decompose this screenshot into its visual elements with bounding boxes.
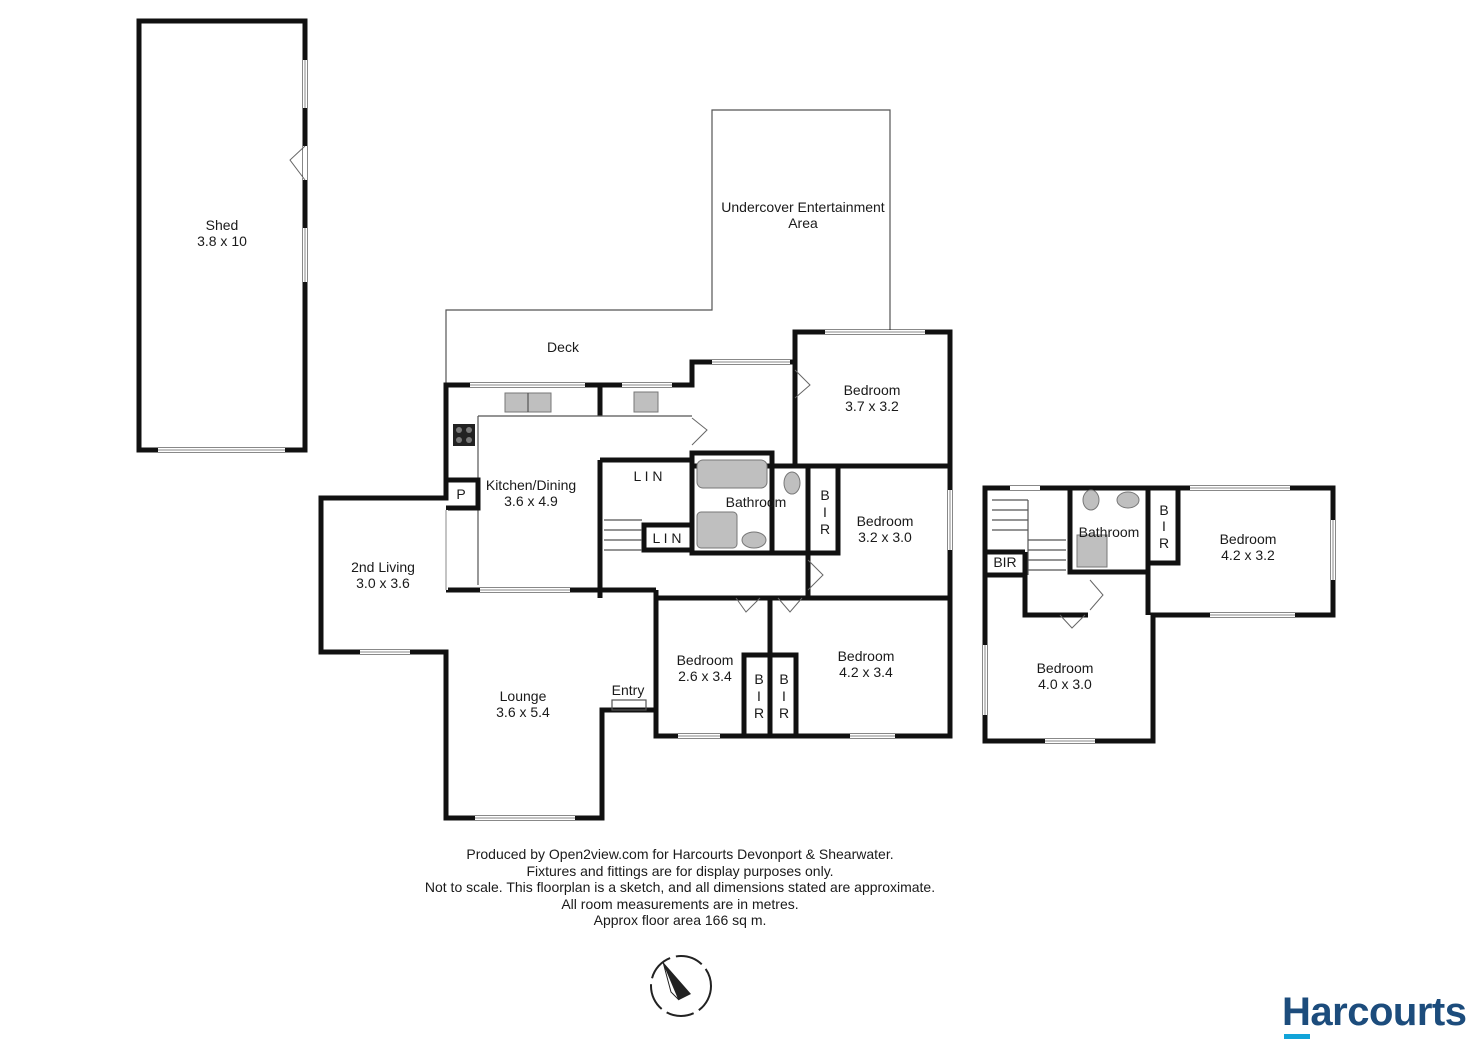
compass-letter: N bbox=[677, 985, 685, 997]
disclaimer-line-3: Not to scale. This floorplan is a sketch… bbox=[424, 879, 936, 895]
bedroom-e-label: Bedroom bbox=[1220, 531, 1277, 547]
disclaimer-line-5: Approx floor area 166 sq m. bbox=[593, 912, 767, 928]
undercover-label-1: Undercover Entertainment bbox=[721, 199, 885, 215]
disclaimer-line-4: All room measurements are in metres. bbox=[561, 895, 799, 912]
bir-d-r: R bbox=[1159, 535, 1169, 551]
bedroom-c-size: 2.6 x 3.4 bbox=[678, 668, 732, 684]
upper-floor: Bathroom B I R BIR Bedroom 4.2 x 3.2 Bed… bbox=[982, 485, 1336, 744]
lounge-size: 3.6 x 5.4 bbox=[496, 704, 550, 720]
bir-b-i: I bbox=[757, 688, 761, 704]
bedroom-b-size: 3.2 x 3.0 bbox=[858, 529, 912, 545]
kitchen-label: Kitchen/Dining bbox=[486, 477, 576, 493]
bir-b-b: B bbox=[754, 671, 763, 687]
bedroom-a-size: 3.7 x 3.2 bbox=[845, 398, 899, 414]
main-house: P L I N L I N Bathroom bbox=[318, 329, 953, 821]
bir-upper-label: BIR bbox=[993, 554, 1016, 570]
bir-d-i: I bbox=[1162, 518, 1166, 534]
compass-icon: N bbox=[650, 955, 712, 1017]
shed-label: Shed bbox=[206, 217, 239, 233]
outdoor-area: Undercover Entertainment Area Deck bbox=[445, 109, 891, 385]
deck-label: Deck bbox=[547, 339, 580, 355]
bedroom-e-size: 4.2 x 3.2 bbox=[1221, 547, 1275, 563]
bedroom-d-size: 4.2 x 3.4 bbox=[839, 664, 893, 680]
logo-accent-bar bbox=[1284, 1034, 1310, 1039]
bir-c-b: B bbox=[779, 671, 788, 687]
second-living-size: 3.0 x 3.6 bbox=[356, 575, 410, 591]
bir-c-r: R bbox=[779, 705, 789, 721]
bir-c-i: I bbox=[782, 688, 786, 704]
entry-label: Entry bbox=[612, 682, 645, 698]
second-living-label: 2nd Living bbox=[351, 559, 415, 575]
bir-d-b: B bbox=[1159, 502, 1168, 518]
kitchen-size: 3.6 x 4.9 bbox=[504, 493, 558, 509]
bathroom-main-label: Bathroom bbox=[726, 494, 787, 510]
bir-a-b: B bbox=[820, 487, 829, 503]
disclaimer: Produced by Open2view.com for Harcourts … bbox=[380, 846, 980, 929]
bir-a-i: I bbox=[823, 504, 827, 520]
lin-label-2: L I N bbox=[652, 530, 681, 546]
bedroom-c-label: Bedroom bbox=[677, 652, 734, 668]
undercover-label-2: Area bbox=[788, 215, 818, 231]
lin-label-1: L I N bbox=[633, 468, 662, 484]
bedroom-f-label: Bedroom bbox=[1037, 660, 1094, 676]
bedroom-f-size: 4.0 x 3.0 bbox=[1038, 676, 1092, 692]
bedroom-d-label: Bedroom bbox=[838, 648, 895, 664]
disclaimer-line-2: Fixtures and fittings are for display pu… bbox=[526, 862, 834, 879]
pantry-label: P bbox=[456, 486, 465, 502]
bathroom-upper-label: Bathroom bbox=[1079, 524, 1140, 540]
bedroom-b-label: Bedroom bbox=[857, 513, 914, 529]
bir-b-r: R bbox=[754, 705, 764, 721]
bedroom-a-label: Bedroom bbox=[844, 382, 901, 398]
harcourts-logo: Harcourts bbox=[1282, 990, 1467, 1034]
disclaimer-line-1: Produced by Open2view.com for Harcourts … bbox=[466, 846, 894, 862]
lounge-label: Lounge bbox=[500, 688, 547, 704]
bir-a-r: R bbox=[820, 521, 830, 537]
shed-size: 3.8 x 10 bbox=[197, 233, 247, 249]
shed: Shed 3.8 x 10 bbox=[136, 18, 308, 453]
